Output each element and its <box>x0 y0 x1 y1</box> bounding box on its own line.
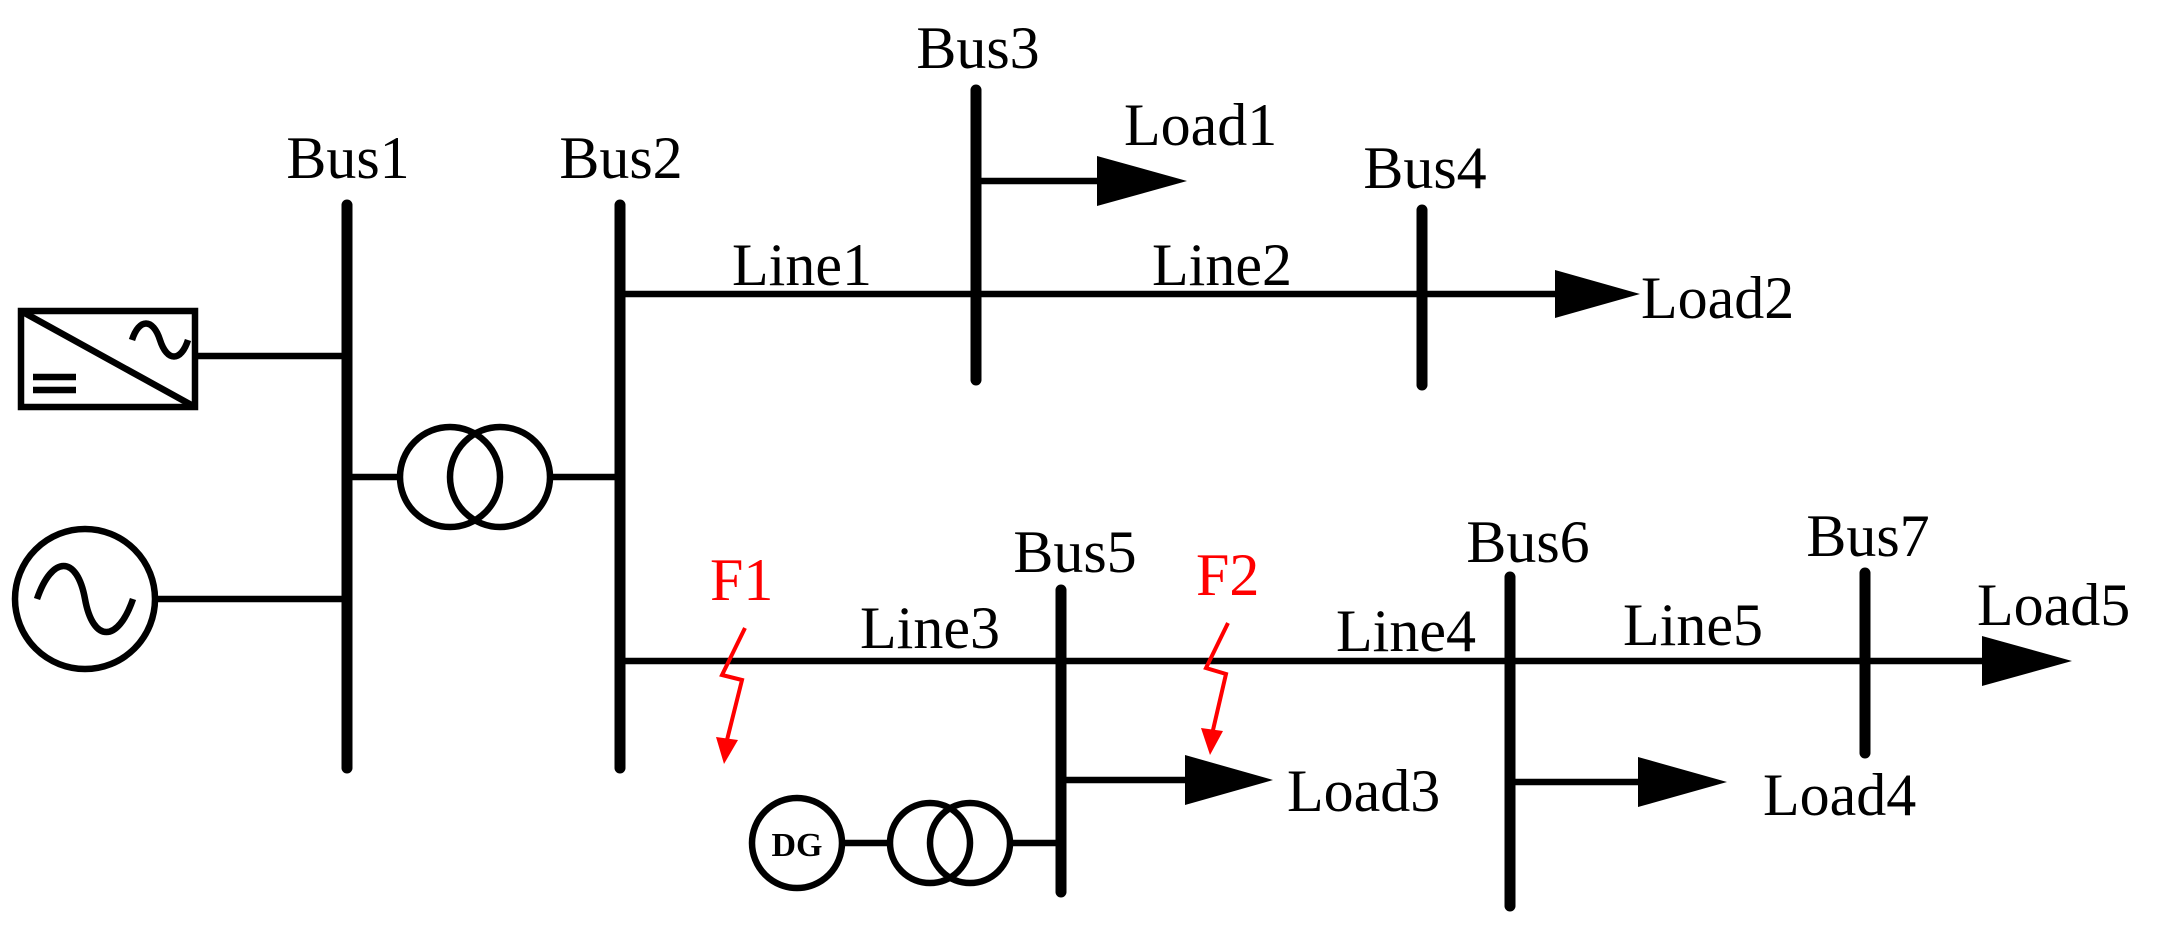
bus2-label: Bus2 <box>559 125 682 191</box>
line1-label: Line1 <box>732 232 872 298</box>
bus6-label: Bus6 <box>1466 509 1589 575</box>
bus7-label: Bus7 <box>1806 503 1929 569</box>
f2-label: F2 <box>1196 542 1259 608</box>
bus5-label: Bus5 <box>1013 519 1136 585</box>
dc-ac-converter-icon <box>17 307 199 411</box>
load4-arrow-icon <box>1638 757 1727 807</box>
bus4-label: Bus4 <box>1363 135 1486 201</box>
line2-label: Line2 <box>1152 232 1292 298</box>
load3-label: Load3 <box>1287 758 1440 824</box>
line3-label: Line3 <box>860 595 1000 661</box>
load1-arrow-icon <box>1097 156 1187 206</box>
load2-arrow-icon <box>1555 270 1640 318</box>
load5-arrow-icon <box>1982 636 2072 686</box>
load3-arrow-icon <box>1185 755 1273 805</box>
load4-label: Load4 <box>1763 762 1916 828</box>
load1-label: Load1 <box>1124 92 1277 158</box>
bus1-label: Bus1 <box>286 125 409 191</box>
lightning-fault-icon <box>716 627 747 764</box>
ac-source-icon <box>11 525 159 673</box>
load5-label: Load5 <box>1977 572 2130 638</box>
transformer-icon <box>396 423 554 531</box>
dg-label: DG <box>772 827 823 864</box>
bus3-label: Bus3 <box>916 15 1039 81</box>
f1-label: F1 <box>710 547 773 613</box>
dg-transformer-icon <box>886 799 1014 887</box>
line5-label: Line5 <box>1623 592 1763 658</box>
line4-label: Line4 <box>1336 598 1476 664</box>
dg-source: DG <box>748 794 846 892</box>
load2-label: Load2 <box>1641 265 1794 331</box>
lightning-fault-icon <box>1201 622 1230 755</box>
